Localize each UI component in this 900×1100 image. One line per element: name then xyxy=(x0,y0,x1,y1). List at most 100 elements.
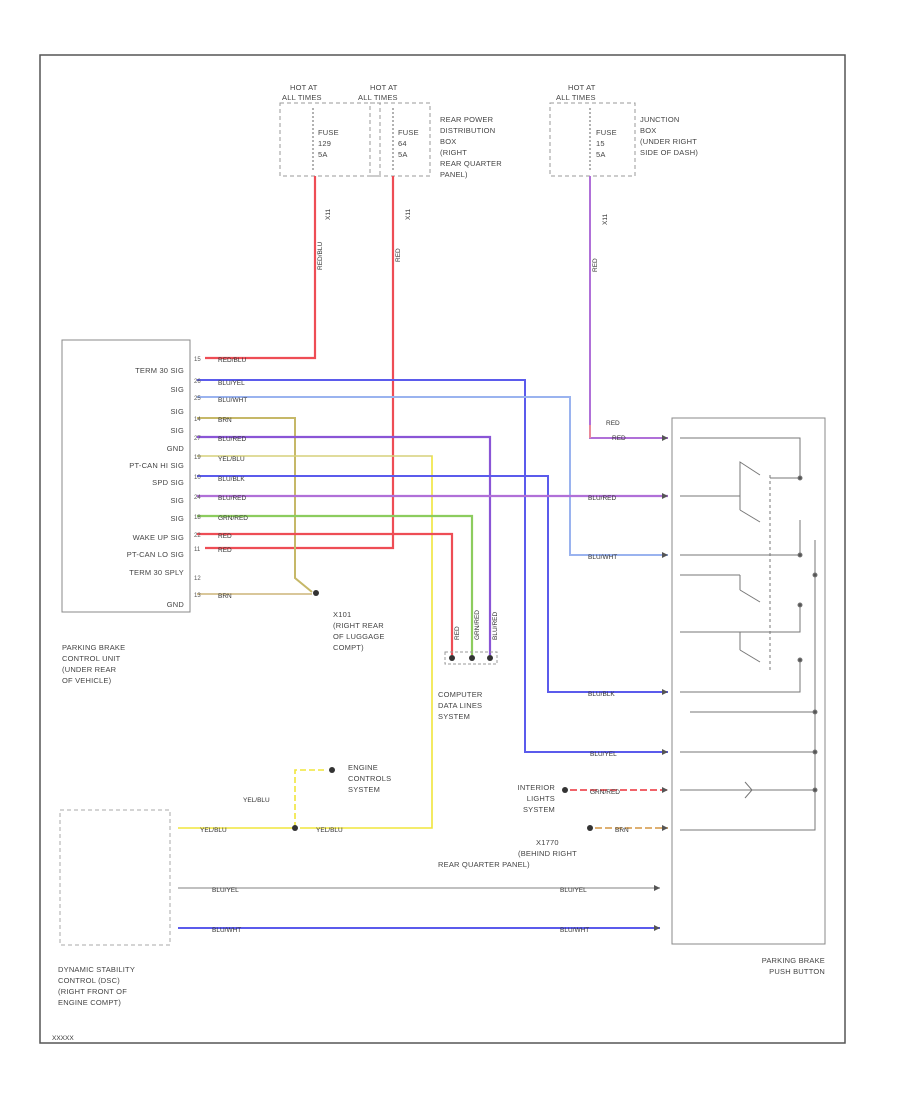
svg-text:OF VEHICLE): OF VEHICLE) xyxy=(62,676,112,685)
svg-text:GRN/RED: GRN/RED xyxy=(474,610,481,640)
rear-box-label: REAR POWER DISTRIBUTION BOX (RIGHT REAR … xyxy=(440,115,502,179)
svg-text:OF LUGGAGE: OF LUGGAGE xyxy=(333,632,385,641)
svg-text:YEL/BLU: YEL/BLU xyxy=(200,827,227,834)
fuse2-num: 64 xyxy=(398,139,407,148)
svg-text:SIDE OF DASH): SIDE OF DASH) xyxy=(640,148,698,157)
datalines-connector: RED GRN/RED BLU/RED xyxy=(444,610,499,665)
svg-text:BLU/RED: BLU/RED xyxy=(588,495,616,502)
svg-text:(UNDER RIGHT: (UNDER RIGHT xyxy=(640,137,697,146)
svg-text:24: 24 xyxy=(194,495,201,501)
fuse3-label: FUSE xyxy=(596,128,617,137)
diagram-frame xyxy=(39,54,846,1044)
svg-text:13: 13 xyxy=(194,593,201,599)
svg-text:DISTRIBUTION: DISTRIBUTION xyxy=(440,126,495,135)
svg-text:27: 27 xyxy=(194,436,201,442)
svg-text:RED: RED xyxy=(606,420,620,427)
svg-text:LIGHTS: LIGHTS xyxy=(527,794,555,803)
svg-text:X101: X101 xyxy=(333,610,351,619)
svg-text:SYSTEM: SYSTEM xyxy=(523,805,555,814)
svg-text:(RIGHT REAR: (RIGHT REAR xyxy=(333,621,384,630)
svg-text:TERM 30 SIG: TERM 30 SIG xyxy=(135,366,184,375)
svg-text:15: 15 xyxy=(194,357,201,363)
fuse1-hot2: ALL TIMES xyxy=(282,93,322,102)
svg-text:BOX: BOX xyxy=(440,137,456,146)
wire-engine-controls xyxy=(294,769,325,828)
svg-text:(RIGHT FRONT OF: (RIGHT FRONT OF xyxy=(58,987,127,996)
fuse2-splice: X11 xyxy=(405,209,412,220)
figure-id: XXXXX xyxy=(52,1035,74,1042)
ground-x101-symbol xyxy=(313,590,319,596)
svg-text:12: 12 xyxy=(194,576,201,582)
svg-text:SIG: SIG xyxy=(170,385,184,394)
svg-text:CONTROL (DSC): CONTROL (DSC) xyxy=(58,976,120,985)
svg-text:GND: GND xyxy=(167,600,185,609)
svg-text:YEL/BLU: YEL/BLU xyxy=(218,456,245,463)
push-button-wire-labels: BLU/RED BLU/WHT BLU/BLK BLU/YEL xyxy=(588,495,617,758)
junction-box-label: JUNCTION BOX (UNDER RIGHT SIDE OF DASH) xyxy=(640,115,698,157)
svg-text:ENGINE: ENGINE xyxy=(348,763,378,772)
svg-text:BLU/YEL: BLU/YEL xyxy=(212,887,239,894)
svg-text:YEL/BLU: YEL/BLU xyxy=(316,827,343,834)
svg-text:(BEHIND RIGHT: (BEHIND RIGHT xyxy=(518,849,577,858)
svg-text:REAR QUARTER: REAR QUARTER xyxy=(440,159,502,168)
fuse3-num: 15 xyxy=(596,139,605,148)
svg-text:PT-CAN HI SIG: PT-CAN HI SIG xyxy=(129,461,184,470)
svg-text:CONTROLS: CONTROLS xyxy=(348,774,391,783)
svg-text:BLU/RED: BLU/RED xyxy=(218,495,246,502)
svg-text:(RIGHT: (RIGHT xyxy=(440,148,467,157)
datalines-label: COMPUTER DATA LINES SYSTEM xyxy=(438,690,483,721)
fuse-box-1: HOT AT ALL TIMES FUSE 129 5A X11 xyxy=(279,83,381,220)
svg-text:BLU/YEL: BLU/YEL xyxy=(218,380,245,387)
ecu-wires xyxy=(197,379,668,829)
dsc-module xyxy=(59,809,171,946)
svg-text:REAR POWER: REAR POWER xyxy=(440,115,494,124)
fuse1-hot: HOT AT xyxy=(290,83,318,92)
svg-text:10: 10 xyxy=(194,475,201,481)
svg-text:JUNCTION: JUNCTION xyxy=(640,115,680,124)
wire-fuse2-feed xyxy=(205,176,395,550)
svg-text:COMPT): COMPT) xyxy=(333,643,364,652)
ecu-label: PARKING BRAKE CONTROL UNIT (UNDER REAR O… xyxy=(62,643,125,685)
svg-text:BOX: BOX xyxy=(640,126,656,135)
fuse2-amp: 5A xyxy=(398,150,408,159)
svg-text:SIG: SIG xyxy=(170,496,184,505)
svg-text:SYSTEM: SYSTEM xyxy=(348,785,380,794)
wire-fuse1-feed xyxy=(205,176,317,360)
svg-text:25: 25 xyxy=(194,396,201,402)
fuse3-hot2: ALL TIMES xyxy=(556,93,596,102)
svg-text:RED/BLU: RED/BLU xyxy=(218,357,246,364)
connector-arrows xyxy=(654,435,668,931)
svg-text:PARKING BRAKE: PARKING BRAKE xyxy=(762,956,825,965)
fuse1-label: FUSE xyxy=(318,128,339,137)
parking-brake-push-button xyxy=(671,417,826,945)
svg-text:REAR QUARTER PANEL): REAR QUARTER PANEL) xyxy=(438,860,530,869)
svg-text:PUSH BUTTON: PUSH BUTTON xyxy=(769,967,825,976)
svg-text:CONTROL UNIT: CONTROL UNIT xyxy=(62,654,121,663)
svg-text:BLU/RED: BLU/RED xyxy=(492,612,499,640)
svg-text:SIG: SIG xyxy=(170,426,184,435)
push-button-internals xyxy=(680,437,818,831)
svg-text:BLU/WHT: BLU/WHT xyxy=(560,927,589,934)
svg-text:RED/BLU: RED/BLU xyxy=(317,242,324,270)
svg-text:11: 11 xyxy=(194,547,201,553)
svg-text:BLU/RED: BLU/RED xyxy=(218,436,246,443)
engine-controls-label: ENGINE CONTROLS SYSTEM xyxy=(348,763,391,794)
svg-text:BLU/YEL: BLU/YEL xyxy=(560,887,587,894)
svg-text:SIG: SIG xyxy=(170,514,184,523)
svg-text:BRN: BRN xyxy=(218,417,232,424)
svg-text:RED: RED xyxy=(612,435,626,442)
svg-text:BLU/WHT: BLU/WHT xyxy=(218,397,247,404)
svg-text:GND: GND xyxy=(167,444,185,453)
svg-text:BRN: BRN xyxy=(218,593,232,600)
fuse3-hot: HOT AT xyxy=(568,83,596,92)
svg-text:PARKING BRAKE: PARKING BRAKE xyxy=(62,643,125,652)
svg-text:BLU/WHT: BLU/WHT xyxy=(212,927,241,934)
fuse3-splice: X11 xyxy=(602,214,609,225)
svg-text:18: 18 xyxy=(194,515,201,521)
svg-text:ENGINE COMPT): ENGINE COMPT) xyxy=(58,998,121,1007)
fuse3-amp: 5A xyxy=(596,150,606,159)
ground-x1770-label: X1770 (BEHIND RIGHT REAR QUARTER PANEL) xyxy=(438,838,577,869)
svg-text:BLU/WHT: BLU/WHT xyxy=(588,554,617,561)
interior-wire-label: GRN/RED xyxy=(590,789,620,796)
fuse-box-2: HOT AT ALL TIMES FUSE 64 5A X11 xyxy=(358,83,431,220)
